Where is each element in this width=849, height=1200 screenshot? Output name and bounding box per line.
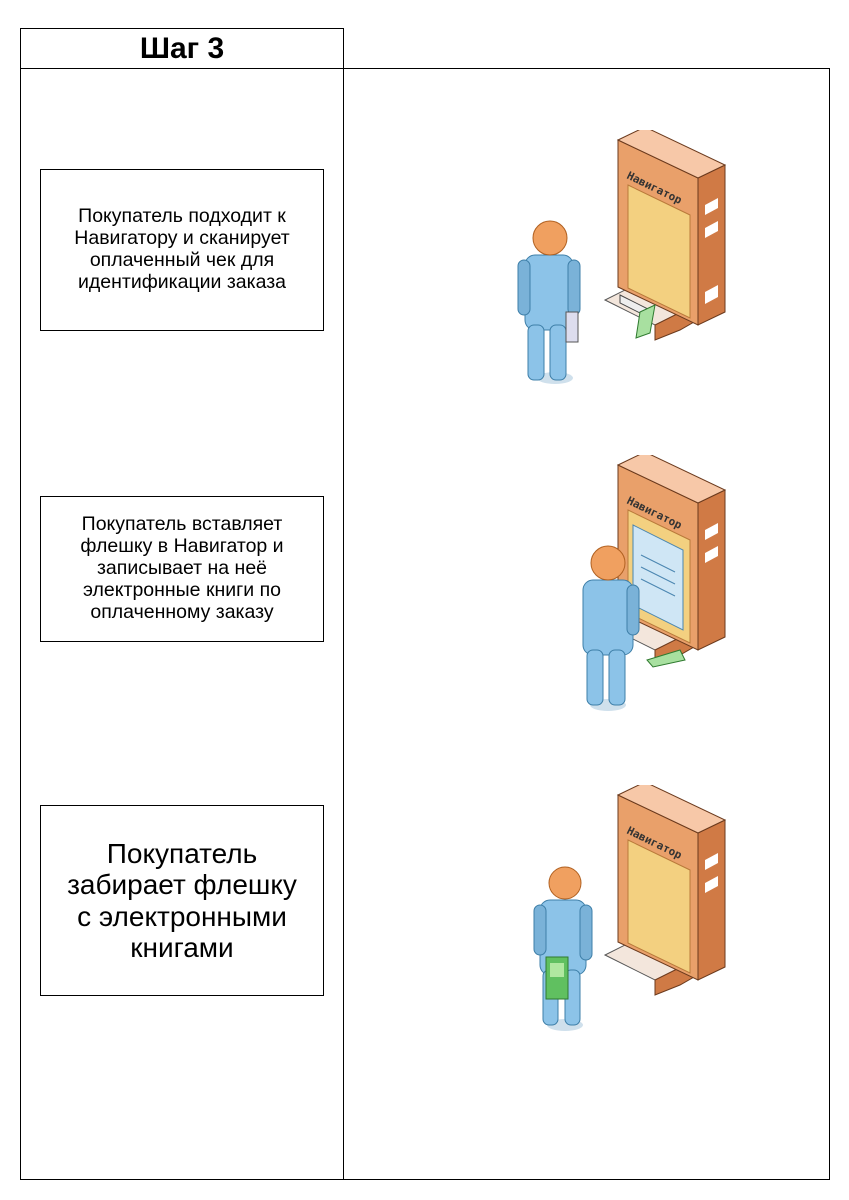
frame-bottom-border xyxy=(20,1179,830,1180)
kiosk-illustration: Навигатор xyxy=(603,130,727,341)
frame-top-left-header xyxy=(20,28,344,29)
scene-insert-flash: Навигатор xyxy=(582,455,727,711)
person-figure xyxy=(582,545,640,711)
scene-take-flash: Навигатор xyxy=(533,785,727,1031)
frame-column-divider xyxy=(343,28,344,1180)
frame-left-border xyxy=(20,28,21,1180)
person-figure xyxy=(533,866,593,1031)
person-figure xyxy=(517,220,581,384)
step-title: Шаг 3 xyxy=(139,32,225,65)
scene-scan-receipt: Навигатор xyxy=(517,130,727,384)
step-3-description: Покупатель забирает флешку с электронным… xyxy=(40,805,324,996)
step-1-text: Покупатель подходит к Навигатору и скани… xyxy=(74,205,290,293)
kiosk-illustration: Навигатор xyxy=(603,785,727,996)
step-2-description: Покупатель вставляет флешку в Навигатор … xyxy=(40,496,324,642)
step-1-description: Покупатель подходит к Навигатору и скани… xyxy=(40,169,324,331)
step-3-text: Покупатель забирает флешку с электронным… xyxy=(67,837,297,963)
frame-right-border xyxy=(829,68,830,1180)
frame-header-divider xyxy=(20,68,830,69)
step-2-text: Покупатель вставляет флешку в Навигатор … xyxy=(80,513,284,623)
